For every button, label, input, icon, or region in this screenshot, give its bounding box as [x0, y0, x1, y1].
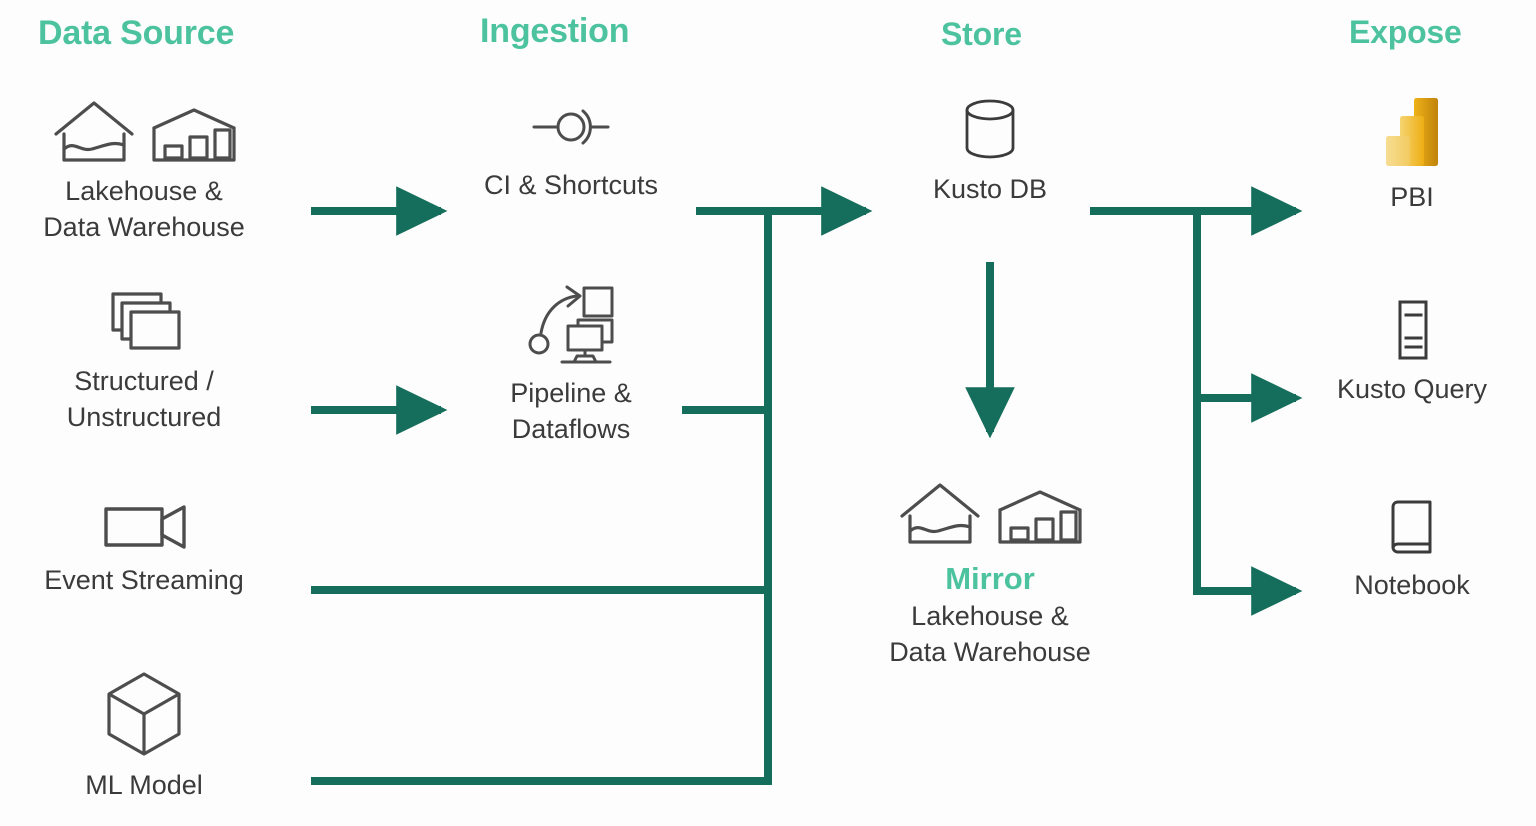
- node-mirror[interactable]: Mirror Lakehouse & Data Warehouse: [850, 474, 1130, 670]
- node-label: Lakehouse & Data Warehouse: [889, 601, 1091, 667]
- column-header-expose: Expose: [1349, 14, 1462, 50]
- node-event-streaming[interactable]: Event Streaming: [0, 497, 288, 599]
- column-header-store: Store: [941, 16, 1022, 52]
- lakehouse-warehouse-icon: [892, 474, 1088, 546]
- column-header-ingestion: Ingestion: [480, 12, 630, 50]
- database-cylinder-icon: [957, 96, 1023, 162]
- node-label: Pipeline & Dataflows: [510, 378, 632, 444]
- node-ci-shortcuts[interactable]: CI & Shortcuts: [430, 96, 712, 204]
- query-document-icon: [1390, 298, 1434, 362]
- node-label: Lakehouse & Data Warehouse: [43, 176, 245, 242]
- node-label: Kusto Query: [1336, 374, 1488, 404]
- stacked-documents-icon: [99, 288, 189, 354]
- node-label: Kusto DB: [932, 174, 1048, 204]
- pipeline-dataflow-icon: [522, 282, 620, 366]
- node-notebook[interactable]: Notebook: [1300, 496, 1524, 604]
- lakehouse-warehouse-icon: [46, 92, 242, 164]
- node-pipeline-dataflows[interactable]: Pipeline & Dataflows: [430, 282, 712, 447]
- node-structured-unstructured[interactable]: Structured / Unstructured: [0, 288, 288, 435]
- shortcut-link-icon: [528, 96, 614, 158]
- node-pbi[interactable]: PBI: [1300, 94, 1524, 216]
- node-accent-label: Mirror: [945, 561, 1035, 596]
- node-kusto-db[interactable]: Kusto DB: [870, 96, 1110, 208]
- node-ml-model[interactable]: ML Model: [0, 668, 288, 804]
- node-label: Event Streaming: [44, 565, 244, 595]
- node-kusto-query[interactable]: Kusto Query: [1300, 298, 1524, 408]
- notebook-book-icon: [1384, 496, 1440, 558]
- power-bi-icon: [1382, 94, 1442, 170]
- node-label: Notebook: [1354, 570, 1470, 600]
- node-label: ML Model: [85, 770, 203, 800]
- node-label: CI & Shortcuts: [483, 170, 659, 200]
- node-label: PBI: [1390, 182, 1434, 212]
- column-header-data-source: Data Source: [38, 14, 235, 52]
- cube-icon: [102, 668, 186, 758]
- node-label: Structured / Unstructured: [66, 366, 222, 432]
- node-lakehouse-warehouse[interactable]: Lakehouse & Data Warehouse: [0, 92, 288, 245]
- video-camera-icon: [98, 497, 190, 553]
